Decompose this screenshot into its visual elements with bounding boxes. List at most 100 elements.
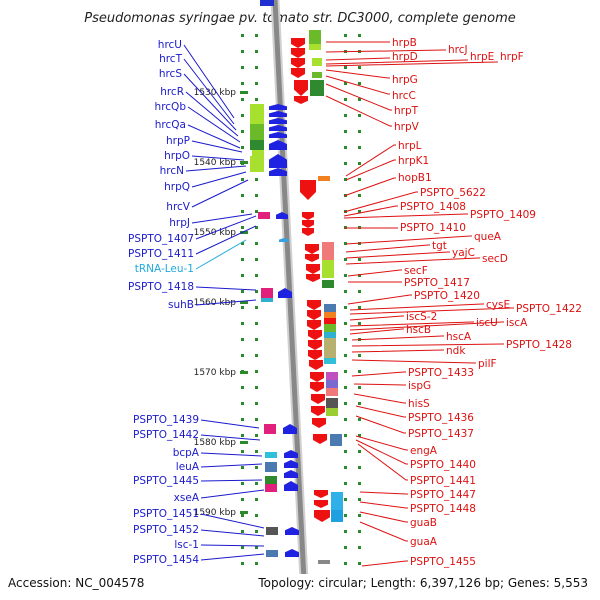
- left-gene-label: hrcQa: [155, 119, 186, 131]
- left-gene-label: hrcT: [159, 53, 183, 65]
- track-dot: [358, 450, 361, 453]
- gene-box: [322, 280, 334, 288]
- scale-tick-mark: [240, 511, 248, 514]
- gene-box: [261, 288, 273, 298]
- right-connector: [343, 205, 398, 217]
- track-dot: [255, 34, 258, 37]
- left-connector: [187, 106, 241, 143]
- track-dot: [255, 434, 258, 437]
- right-gene-label: PSPTO_1428: [506, 339, 572, 351]
- gene-arrow-reverse: [309, 360, 323, 370]
- right-connector: [347, 269, 402, 277]
- track-dot: [344, 146, 347, 149]
- gene-arrow-reverse: [291, 48, 305, 58]
- track-dot: [241, 226, 244, 229]
- track-dot: [241, 146, 244, 149]
- gene-box: [324, 324, 336, 332]
- right-connector: [325, 57, 390, 61]
- right-connector: [345, 144, 396, 177]
- gene-box: [324, 332, 336, 338]
- track-dot: [344, 130, 347, 133]
- right-connector: [325, 95, 392, 127]
- right-gene-label: hrpG: [392, 74, 418, 86]
- left-connector: [195, 239, 247, 270]
- right-connector: [355, 439, 408, 465]
- left-connector: [183, 44, 235, 119]
- gene-box: [322, 242, 334, 260]
- scale-tick-label: 1590 kbp: [194, 508, 237, 518]
- right-connector: [351, 335, 444, 341]
- track-dot: [358, 290, 361, 293]
- gene-box: [264, 424, 276, 434]
- track-dot: [344, 450, 347, 453]
- right-gene-label: PSPTO_1441: [410, 475, 476, 487]
- left-connector: [200, 463, 263, 468]
- track-dot: [344, 82, 347, 85]
- track-dot: [241, 114, 244, 117]
- left-connector: [191, 213, 253, 224]
- gene-box: [265, 476, 277, 484]
- gene-box: [252, 150, 264, 158]
- left-gene-label: hrcN: [160, 165, 184, 177]
- right-gene-label: engA: [410, 445, 438, 457]
- right-connector: [355, 435, 408, 451]
- track-dot: [344, 402, 347, 405]
- gene-box: [261, 298, 273, 302]
- track-dot: [358, 402, 361, 405]
- right-connector: [345, 159, 396, 181]
- right-connector: [347, 294, 412, 305]
- left-gene-label: PSPTO_1451: [133, 508, 199, 520]
- track-dot: [344, 162, 347, 165]
- left-gene-label: PSPTO_1411: [128, 248, 194, 260]
- right-connector: [359, 491, 408, 495]
- track-dot: [358, 562, 361, 565]
- gene-box: [312, 72, 322, 78]
- track-dot: [255, 306, 258, 309]
- left-connector: [200, 434, 261, 441]
- gene-arrow-forward: [269, 104, 287, 110]
- gene-arrow-reverse: [302, 220, 314, 228]
- right-gene-label: hrcJ: [448, 44, 468, 56]
- track-dot: [241, 450, 244, 453]
- track-dot: [358, 306, 361, 309]
- right-gene-label: hrcC: [392, 90, 416, 102]
- gene-box: [324, 312, 336, 318]
- scale-tick-label: 1530 kbp: [194, 88, 237, 98]
- right-gene-label: cysE: [486, 299, 510, 311]
- track-dot: [255, 466, 258, 469]
- gene-arrow-reverse: [302, 228, 314, 236]
- scale-tick-label: 1570 kbp: [194, 368, 237, 378]
- scale-tick-mark: [240, 441, 248, 444]
- right-connector: [325, 49, 446, 53]
- right-gene-label: hisS: [408, 398, 430, 410]
- track-dot: [358, 114, 361, 117]
- right-connector: [359, 501, 408, 509]
- track-dot: [241, 498, 244, 501]
- track-dot: [255, 210, 258, 213]
- gene-arrow-forward: [284, 470, 298, 478]
- gene-box: [322, 260, 334, 278]
- gene-arrow-reverse: [306, 274, 320, 282]
- left-gene-label: PSPTO_1418: [128, 281, 194, 293]
- track-dot: [255, 290, 258, 293]
- right-gene-label: PSPTO_1422: [516, 303, 582, 315]
- track-dot: [255, 338, 258, 341]
- track-dot: [255, 82, 258, 85]
- right-gene-label: PSPTO_1409: [470, 209, 536, 221]
- track-dot: [255, 562, 258, 565]
- left-gene-label: tRNA-Leu-1: [135, 263, 194, 275]
- gene-arrow-reverse: [307, 320, 321, 330]
- track-dot: [241, 466, 244, 469]
- right-gene-label: PSPTO_1420: [414, 290, 480, 302]
- track-dot: [241, 50, 244, 53]
- gene-arrow-forward: [284, 450, 298, 458]
- right-connector: [361, 560, 408, 567]
- gene-arrow-reverse: [311, 394, 325, 404]
- gene-box: [326, 408, 338, 416]
- left-connector: [200, 544, 265, 547]
- right-gene-label: hrpD: [392, 51, 418, 63]
- track-dot: [255, 354, 258, 357]
- right-gene-label: queA: [474, 231, 502, 243]
- track-dot: [358, 146, 361, 149]
